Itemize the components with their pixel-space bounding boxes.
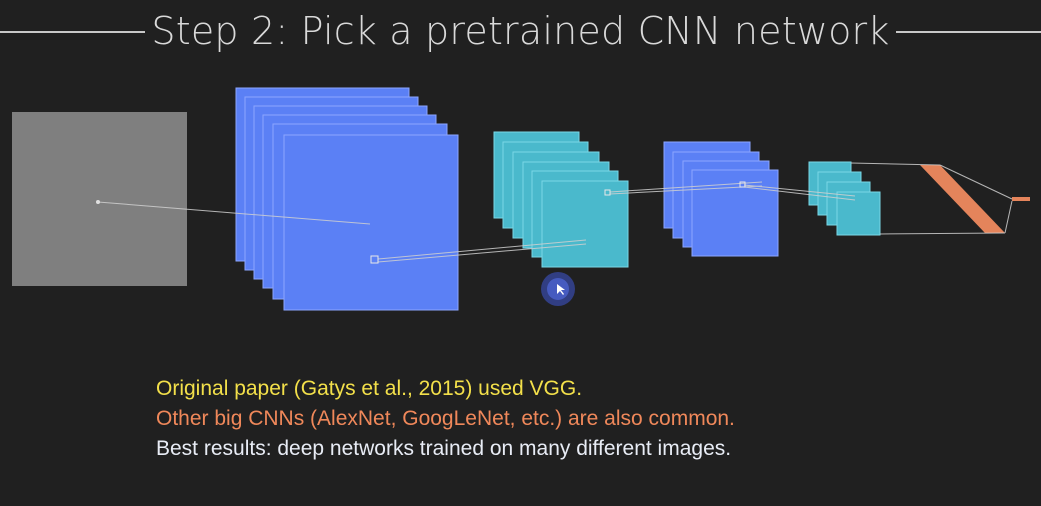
input-pixel xyxy=(96,200,100,204)
input-image xyxy=(12,112,187,286)
receptive-field-marker xyxy=(739,181,746,188)
output-layer xyxy=(1012,197,1030,201)
note-other-cnns: Other big CNNs (AlexNet, GoogLeNet, etc.… xyxy=(156,407,735,430)
feature-map xyxy=(283,134,459,311)
feature-map xyxy=(541,180,629,268)
slide-title: Step 2: Pick a pretrained CNN network xyxy=(0,4,1041,58)
conv-block-1 xyxy=(235,87,459,311)
dense-layer xyxy=(920,165,1005,233)
receptive-field-marker xyxy=(370,255,379,264)
note-best-results: Best results: deep networks trained on m… xyxy=(156,437,732,460)
title-rule-right xyxy=(876,31,1041,33)
feature-map xyxy=(691,169,779,257)
mouse-cursor-icon xyxy=(541,272,575,306)
conv-block-2 xyxy=(493,131,629,268)
conv-block-3 xyxy=(663,141,779,257)
slide-title-text: Step 2: Pick a pretrained CNN network xyxy=(145,9,896,53)
notes: Original paper (Gatys et al., 2015) used… xyxy=(156,374,735,464)
receptive-field-lines xyxy=(97,162,1013,263)
title-rule-left xyxy=(0,31,166,33)
note-original-paper: Original paper (Gatys et al., 2015) used… xyxy=(156,377,583,400)
receptive-field-marker xyxy=(604,189,611,196)
